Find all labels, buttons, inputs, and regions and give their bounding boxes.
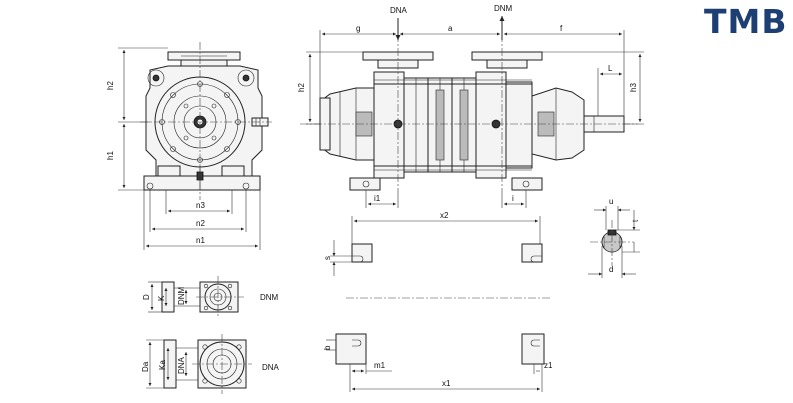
label-f: f bbox=[560, 24, 563, 33]
label-x1: x1 bbox=[442, 379, 451, 388]
label-flange-da: Da bbox=[141, 361, 150, 372]
label-h2-left: h2 bbox=[106, 81, 115, 90]
label-t: t bbox=[631, 219, 640, 222]
label-flange-dnm: DNM bbox=[177, 286, 186, 305]
baseplate-top-view: x2 s bbox=[323, 211, 543, 276]
end-view-dimensions: h2 h1 n3 n2 n1 bbox=[106, 47, 261, 250]
label-h1: h1 bbox=[106, 151, 115, 160]
baseplate-bottom-view: b m1 z1 x1 bbox=[323, 333, 553, 392]
label-flange-dna: DNA bbox=[177, 356, 186, 374]
label-h3: h3 bbox=[629, 83, 638, 92]
bolt-icon bbox=[147, 69, 255, 87]
label-a: a bbox=[448, 24, 453, 33]
shaft-key-detail: u t d bbox=[588, 197, 640, 278]
label-s: s bbox=[323, 256, 332, 260]
brand-logo: TMB bbox=[704, 2, 788, 41]
label-n3: n3 bbox=[196, 201, 205, 210]
label-z1: z1 bbox=[544, 361, 553, 370]
label-i1: i1 bbox=[374, 194, 381, 203]
label-d: d bbox=[609, 265, 613, 274]
label-b: b bbox=[323, 345, 332, 350]
label-n1: n1 bbox=[196, 236, 205, 245]
label-i: i bbox=[512, 194, 514, 203]
label-n2: n2 bbox=[196, 219, 205, 228]
label-dna-top: DNA bbox=[390, 6, 408, 15]
label-flange-ka: Ka bbox=[158, 360, 167, 370]
label-u: u bbox=[609, 197, 613, 206]
caption-dnm: DNM bbox=[260, 293, 279, 302]
label-m1: m1 bbox=[374, 361, 386, 370]
label-h2-right: h2 bbox=[297, 83, 306, 92]
label-flange-k: K bbox=[157, 295, 166, 301]
dnm-flange-detail: D K DNM DNM bbox=[142, 276, 279, 318]
label-flange-d: D bbox=[142, 294, 151, 300]
dna-flange-detail: Da Ka DNA DNA bbox=[141, 334, 280, 394]
label-x2: x2 bbox=[440, 211, 449, 220]
label-l: L bbox=[608, 64, 613, 73]
pump-end-view bbox=[140, 42, 272, 200]
caption-dna: DNA bbox=[262, 363, 280, 372]
side-view-dimensions: DNA DNM g a f L h2 h3 i1 i bbox=[297, 4, 644, 208]
label-dnm-top: DNM bbox=[494, 4, 513, 13]
label-g: g bbox=[356, 24, 360, 33]
pump-side-view bbox=[300, 34, 638, 191]
